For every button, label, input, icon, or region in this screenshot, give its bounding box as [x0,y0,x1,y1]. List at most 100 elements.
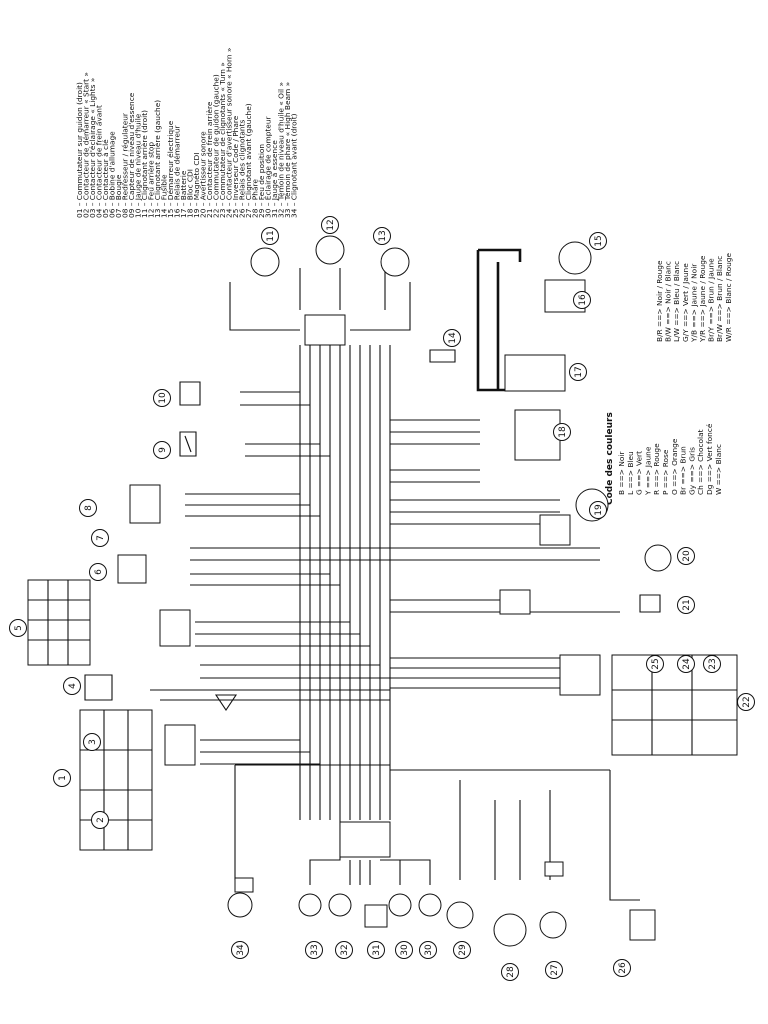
component-label: 32 – Témoin de niveau d'huile « Oil » [277,82,286,218]
callout-circle [153,389,171,407]
component-label: 19 – Magnéto CDI [192,153,201,218]
legend-pair: B/W ==> Noir / Blanc [664,261,673,342]
legend-single: G ==> Vert [635,451,644,495]
component-label: 10 – Jauge de niveau d'huile [134,113,143,218]
legend-single: Ch ==> Chocolat [696,429,705,495]
callout-circle [261,227,279,245]
component-label: 02 – Contacteur de démarreur « Start » [82,72,91,218]
callout-number: 1 [58,775,68,781]
callout-circle [321,216,339,234]
wiring-harness [27,235,738,947]
callout-number: 30 [400,944,410,956]
callout-number: 10 [158,392,168,404]
callout-number: 32 [340,944,350,955]
callout-circle [9,619,27,637]
callout-circle [367,941,385,959]
legend-pair: Br/Y ==> Brun / Jaune [707,258,716,342]
callout-circle [63,677,81,695]
callout-circle [589,501,607,519]
component-label: 33 – Témoin de phare « High Beam » [283,82,292,218]
component-label: 14 – Fusible [160,174,169,218]
callout-number: 4 [68,683,78,689]
legend-title: Code des couleurs [605,412,615,505]
legend-single: L ==> Bleu [626,451,635,495]
component-label: 01 – Commutateur sur guidon (droit) [75,82,84,218]
legend-pair: Y/B ==> Jaune / Noir [689,263,698,343]
callout-number: 11 [266,230,276,241]
callout-number: 8 [84,505,94,511]
callout-circle [419,941,437,959]
legend-pair: B/R ==> Noir / Rouge [655,260,664,342]
component-label: 20 – Avertisseur sonore [199,131,208,218]
callout-circle [231,941,249,959]
component-label: 21 – Contacteur de frein arrière [205,101,214,218]
callout-circle [305,941,323,959]
callout-number: 18 [558,426,568,438]
callout-number: 34 [236,944,246,956]
callout-number: 9 [158,447,168,453]
legend-single: R ==> Rouge [652,443,661,495]
component-label: 08 – Redresseur / régulateur [121,112,130,218]
callout-number: 24 [682,658,692,670]
callout-circle [153,441,171,459]
component-label: 07 – Bougie [114,174,123,218]
callout-numbers: 1234567891011121314151617181920212223242… [9,216,755,981]
legend-pair: Y/R ==> Jaune / Rouge [698,255,707,343]
callout-number: 28 [506,966,516,978]
callout-number: 17 [574,366,584,377]
callout-circle [573,291,591,309]
legend-single: O ==> Orange [670,438,679,495]
component-label: 27 – Clignotant avant (gauche) [244,103,253,218]
component-label: 03 – Contacteur d'éclairage « Lights » [88,78,97,218]
callout-circle [395,941,413,959]
callout-number: 25 [651,658,661,669]
component-label: 16 – Relais de démarreur [173,124,182,218]
callout-number: 26 [618,962,628,974]
component-label: 30 – Éclairage de compteur [264,115,273,218]
callout-number: 23 [708,658,718,669]
legend-single: Dg ==> Vert foncé [705,423,714,495]
callout-circle [91,811,109,829]
callout-number: 16 [578,294,588,306]
component-label: 34 – Clignotant avant (droit) [290,113,299,218]
legend-single: Y ==> Jaune [643,446,652,496]
callout-circle [453,941,471,959]
callout-circle [83,733,101,751]
callout-circle [737,693,755,711]
callout-circle [373,227,391,245]
component-label: 28 – Phare [251,179,260,218]
component-label: 22 – Commutateur de guidon (gauche) [212,74,221,218]
component-label: 29 – Feu de position [257,144,266,218]
component-label: 04 – Contacteur de frein avant [95,105,104,218]
callout-number: 2 [96,817,106,823]
component-label: 05 – Contacteur à clé [101,139,110,218]
callout-circle [443,329,461,347]
component-label: 09 – Capteur de niveau d'essence [127,92,136,218]
callout-number: 12 [326,219,336,230]
component-label: 23 – Commutateur de clignotants « Turn » [218,62,227,218]
callout-circle [501,963,519,981]
legend-pair: L/W ==> Bleu / Blanc [672,261,681,342]
component-label: 24 – Contacteur d'avertisseur sonore « H… [225,48,234,218]
component-label: 13 – Clignotant arrière (gauche) [153,100,162,218]
legend-single: Br ==> Brun [679,446,688,495]
callout-number: 19 [594,504,604,516]
callout-circle [677,596,695,614]
callout-number: 6 [94,569,104,575]
callout-circle [677,547,695,565]
component-list: 01 – Commutateur sur guidon (droit)02 – … [75,48,299,218]
component-label: 11 – Clignotant arrière (droit) [140,110,149,218]
callout-number: 3 [88,739,98,745]
component-label: 31 – Jauge à essence [270,140,279,218]
callout-number: 5 [14,625,24,631]
callout-circle [553,423,571,441]
callout-number: 15 [594,235,604,246]
callout-number: 14 [448,332,458,344]
component-label: 26 – Relais des clignotants [238,120,247,218]
component-label: 06 – Bobine d'allumage [108,131,117,218]
callout-circle [79,499,97,517]
callout-circle [569,363,587,381]
callout-number: 13 [378,230,388,241]
